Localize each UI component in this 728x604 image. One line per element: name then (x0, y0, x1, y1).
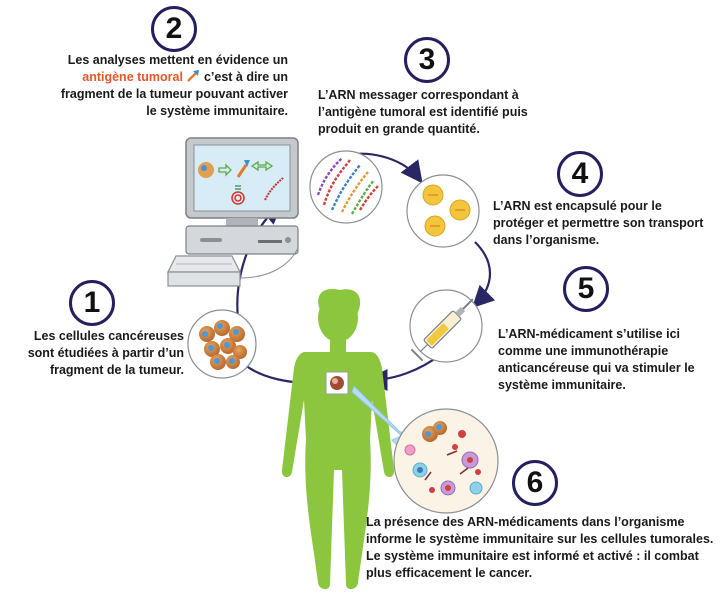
tumor-cells-circle (187, 309, 257, 379)
step-2-text-after: c’est à dire un fragment de la tumeur po… (60, 70, 288, 118)
syringe-circle (409, 289, 483, 363)
step-2-text-before: Les analyses mettent en évidence un (67, 53, 288, 67)
step-1-text: Les cellules cancéreuses sont étudiées à… (27, 329, 184, 377)
capsules-circle (406, 174, 480, 248)
step-3-number: 3 (404, 37, 450, 83)
step-4-text: L’ARN est encapsulé pour le protéger et … (493, 199, 704, 247)
immune-cells-circle (393, 408, 499, 514)
step-3-text: L’ARN messager correspondant à l’antigèn… (318, 88, 528, 136)
computer-icon (167, 137, 299, 287)
step-1-number: 1 (69, 280, 115, 326)
antigen-highlight: antigène tumoral (82, 70, 183, 84)
step-5-number: 5 (563, 266, 609, 312)
rna-strands-circle (309, 150, 383, 224)
step-6-number: 6 (512, 460, 558, 506)
human-silhouette (281, 289, 395, 590)
orange-arrow-icon (186, 70, 200, 82)
step-5-text: L’ARN-médicament s’utilise ici comme une… (498, 327, 695, 392)
tumor-fragment-icon (325, 371, 349, 395)
step-2-text: Les analyses mettent en évidence un anti… (56, 52, 288, 120)
step-4-number: 4 (557, 151, 603, 197)
step-6-text: La présence des ARN-médicaments dans l’o… (366, 515, 714, 580)
step-2-number: 2 (151, 6, 197, 52)
